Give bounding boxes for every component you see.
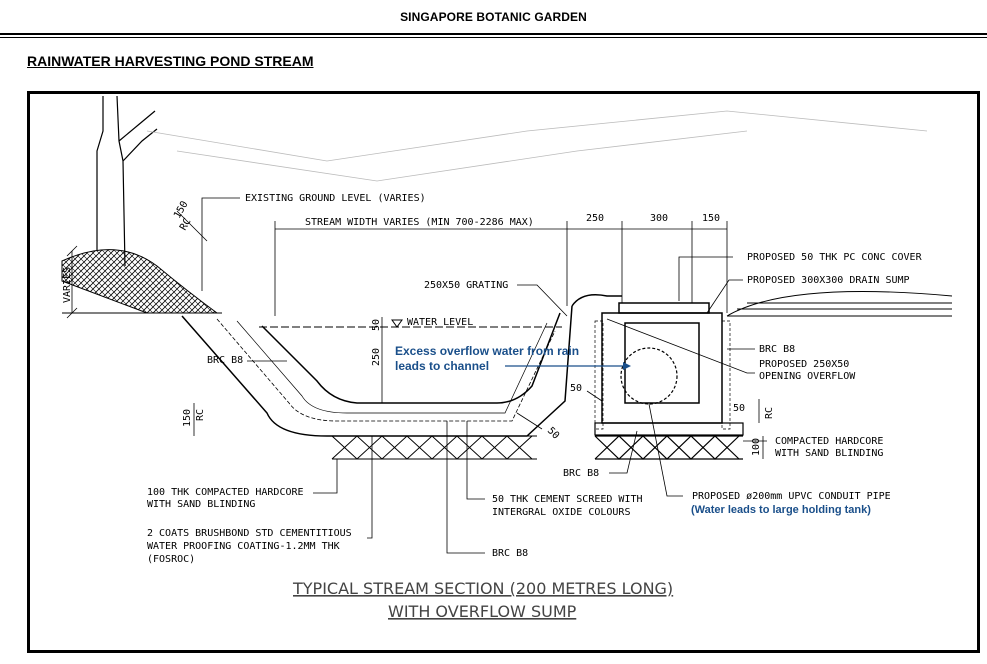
tank-note: (Water leads to large holding tank): [691, 504, 871, 516]
conduit-leader: [648, 403, 683, 497]
base-rc-value: RC: [195, 409, 206, 421]
screed-leader: [466, 421, 485, 500]
existing-ground-label: EXISTING GROUND LEVEL (VARIES): [245, 193, 426, 204]
water-level-label: WATER LEVEL: [407, 317, 473, 328]
hardcore-base: [331, 435, 537, 460]
caption-line-2: WITH OVERFLOW SUMP: [388, 602, 577, 621]
header-rule-thin: [0, 37, 987, 38]
channel-brc-line: [216, 318, 556, 422]
water-50-value: 50: [371, 319, 382, 331]
overflow-opening-label-1: PROPOSED 250X50: [759, 359, 849, 370]
header-rule-thick: [0, 33, 987, 35]
hardcore-left-label-2: WITH SAND BLINDING: [147, 499, 255, 510]
hardcore-right-label-1: COMPACTED HARDCORE: [775, 436, 883, 447]
hardcore-left-label-1: 100 THK COMPACTED HARDCORE: [147, 487, 304, 498]
section-title: RAINWATER HARVESTING POND STREAM: [27, 53, 314, 69]
sump-left-50-value: 50: [570, 383, 582, 394]
depth-250-value: 250: [371, 348, 382, 366]
tree-trunk: [96, 95, 158, 267]
sump-100-value: 100: [751, 438, 762, 456]
pc-cover-label: PROPOSED 50 THK PC CONC COVER: [747, 252, 923, 263]
coating-label-3: (FOSROC): [147, 554, 195, 565]
drain-sump-leader: [706, 279, 743, 314]
coating-label-2: WATER PROOFING COATING-1.2MM THK: [147, 541, 340, 552]
sump-left-50-leader: [586, 390, 603, 402]
conduit-label: PROPOSED ø200mm UPVC CONDUIT PIPE: [692, 491, 891, 502]
screed-label-1: 50 THK CEMENT SCREED WITH: [492, 494, 643, 505]
channel-rebar-inner: [236, 320, 548, 414]
document-title: SINGAPORE BOTANIC GARDEN: [400, 10, 587, 24]
hardcore-left-leader: [313, 459, 338, 494]
pc-cover-leader: [678, 256, 733, 301]
top-300-value: 300: [650, 213, 668, 224]
brc-sump-leader: [609, 430, 638, 474]
overflow-opening-label-2: OPENING OVERFLOW: [759, 371, 856, 382]
stream-section-drawing: VARIES WATER LEVEL STREAM WIDTH VARIES (…: [27, 91, 980, 653]
background-sketch: [146, 110, 928, 182]
top-250-value: 250: [586, 213, 604, 224]
varies-dimension: [66, 245, 78, 319]
slope-50-value: 50: [545, 425, 561, 441]
slope-150-value: 150: [172, 199, 191, 220]
ground-hatch-left: [61, 249, 219, 314]
brc-left-label: BRC B8: [207, 355, 243, 366]
brc-bottom-leader: [446, 421, 485, 554]
overflow-note-arrowhead: [623, 362, 631, 370]
overflow-opening-leader: [606, 318, 755, 374]
sump-rc-value: RC: [764, 407, 775, 419]
channel-inner-wall: [261, 312, 561, 404]
grating-label: 250X50 GRATING: [424, 280, 508, 291]
caption-line-1: TYPICAL STREAM SECTION (200 METRES LONG): [292, 579, 673, 598]
overflow-note-2: leads to channel: [395, 359, 489, 373]
water-level-symbol: [391, 319, 403, 328]
sump-right-50-value: 50: [733, 403, 745, 414]
brc-right-label: BRC B8: [759, 344, 795, 355]
stream-width-dimension: [274, 221, 568, 316]
slope-150-dimension: [176, 210, 208, 242]
existing-ground-leader: [201, 197, 240, 291]
ground-right: [726, 291, 953, 317]
top-150-value: 150: [702, 213, 720, 224]
coating-label-1: 2 COATS BRUSHBOND STD CEMENTITIOUS: [147, 528, 352, 539]
stream-width-label: STREAM WIDTH VARIES (MIN 700-2286 MAX): [305, 217, 534, 228]
slope-rc-value: RC: [178, 217, 194, 233]
drawing-frame: [27, 91, 980, 653]
base-150-value: 150: [182, 409, 193, 427]
screed-label-2: INTERGRAL OXIDE COLOURS: [492, 507, 630, 518]
sump-base: [594, 422, 744, 460]
channel-outer-wall: [181, 305, 573, 437]
hardcore-right-label-2: WITH SAND BLINDING: [775, 448, 883, 459]
coating-leader: [367, 436, 373, 539]
drain-sump-label: PROPOSED 300X300 DRAIN SUMP: [747, 275, 910, 286]
brc-sump-label: BRC B8: [563, 468, 599, 479]
slope-50-leader: [516, 412, 543, 430]
grating-leader: [517, 284, 568, 317]
top-dimensions: [567, 221, 728, 313]
conduit-pipe: [620, 347, 678, 405]
sump-rebar: [594, 320, 731, 430]
brc-bottom-label: BRC B8: [492, 548, 528, 559]
overflow-note-1: Excess overflow water from rain: [395, 344, 579, 358]
varies-label: VARIES: [62, 267, 73, 303]
